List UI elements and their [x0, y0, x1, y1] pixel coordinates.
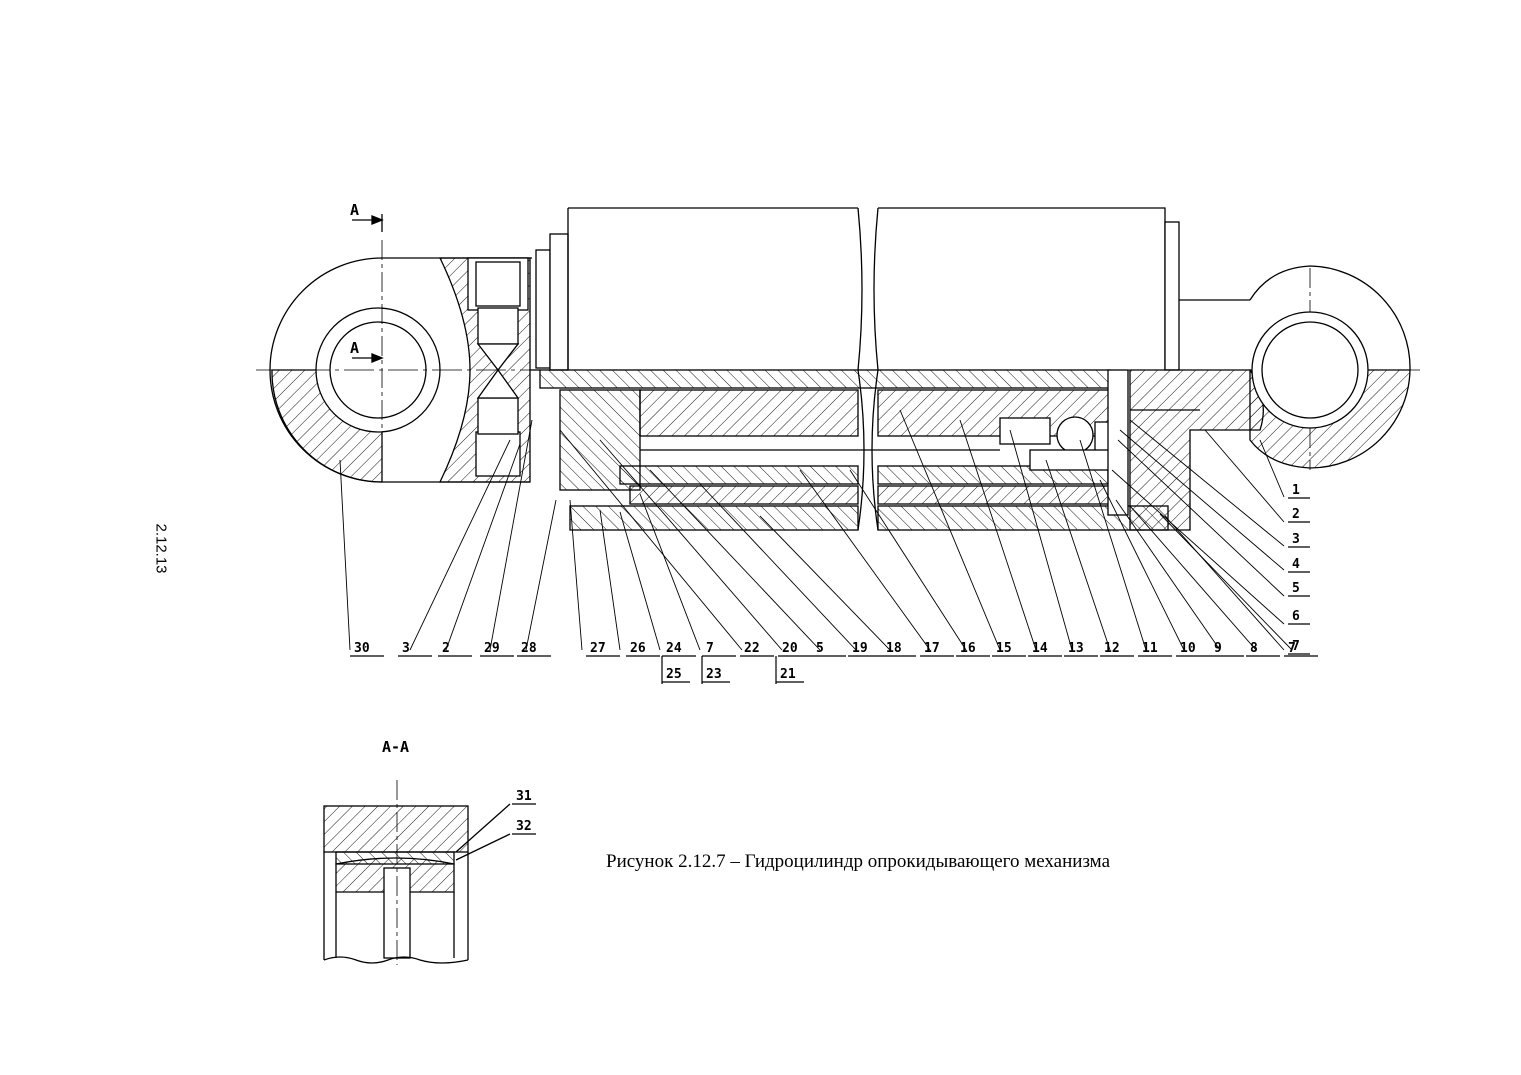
right-label-2: 2 — [1292, 507, 1300, 522]
figure-caption: Рисунок 2.12.7 – Гидроцилиндр опрокидыва… — [606, 851, 1111, 872]
right-label-6: 6 — [1292, 609, 1300, 624]
section-marker-top: А — [350, 201, 359, 219]
right-eye — [1249, 265, 1411, 469]
part-labels-sub: 25 23 21 — [661, 656, 804, 684]
part-label-24: 24 — [666, 641, 682, 656]
right-label-1: 1 — [1292, 483, 1300, 498]
part-label-17: 17 — [924, 641, 940, 656]
part-label-18: 18 — [886, 641, 902, 656]
section-label-32: 32 — [516, 819, 532, 834]
part-label-15: 15 — [996, 641, 1012, 656]
section-aa — [323, 780, 511, 965]
part-label-22: 22 — [744, 641, 760, 656]
part-label-26: 26 — [630, 641, 646, 656]
part-label-29: 29 — [484, 641, 500, 656]
section-labels: 31 32 — [512, 789, 536, 835]
section-title: А-А — [382, 738, 409, 756]
part-label-19: 19 — [852, 641, 868, 656]
left-eye — [269, 257, 540, 483]
part-label-25: 25 — [666, 667, 682, 682]
part-labels-bottom: 30 3 2 29 28 27 26 24 7 22 20 5 19 18 17 16 15 14 13 12 11 10… — [350, 641, 1318, 657]
part-label-13: 13 — [1068, 641, 1084, 656]
part-label-30: 30 — [354, 641, 370, 656]
part-label-28: 28 — [521, 641, 537, 656]
right-label-3: 3 — [1292, 532, 1300, 547]
part-label-9: 9 — [1214, 641, 1222, 656]
part-label-12: 12 — [1104, 641, 1120, 656]
part-label-3: 3 — [402, 641, 410, 656]
part-label-23: 23 — [706, 667, 722, 682]
part-label-27: 27 — [590, 641, 606, 656]
section-marker-bottom: А — [350, 339, 359, 357]
section-label-31: 31 — [516, 789, 532, 804]
part-label-11: 11 — [1142, 641, 1158, 656]
part-labels-right: 1 2 3 4 5 6 7 — [1288, 483, 1310, 655]
section-lower — [539, 369, 1264, 531]
part-label-14: 14 — [1032, 641, 1048, 656]
part-label-20: 20 — [782, 641, 798, 656]
right-label-4: 4 — [1292, 557, 1300, 572]
part-label-10: 10 — [1180, 641, 1196, 656]
right-label-7: 7 — [1292, 639, 1300, 654]
part-label-2: 2 — [442, 641, 450, 656]
section-arrows — [352, 214, 384, 363]
barrel — [535, 207, 1250, 531]
part-label-7: 7 — [1288, 641, 1296, 656]
part-label-16: 16 — [960, 641, 976, 656]
part-label-8: 8 — [1250, 641, 1258, 656]
part-label-7: 7 — [706, 641, 714, 656]
part-label-5: 5 — [816, 641, 824, 656]
right-label-5: 5 — [1292, 581, 1300, 596]
part-label-21: 21 — [780, 667, 796, 682]
leader-lines — [339, 409, 1293, 651]
